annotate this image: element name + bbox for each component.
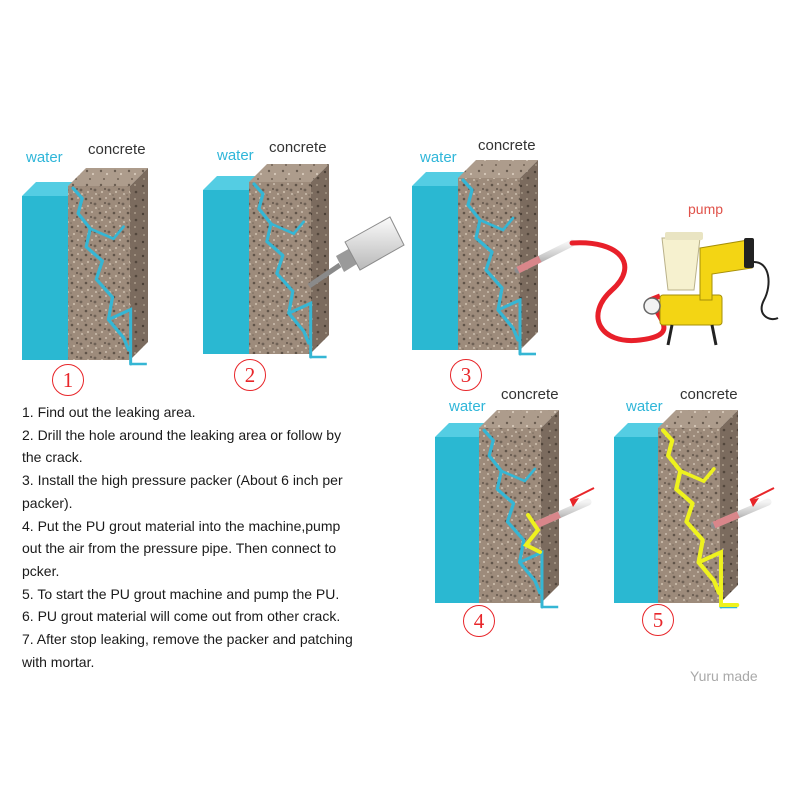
water-slab	[22, 196, 68, 360]
drill-body	[344, 216, 405, 271]
crack-branch	[88, 225, 125, 241]
step-number-1: 1	[52, 364, 84, 396]
instruction-line: 2. Drill the hole around the leaking are…	[22, 426, 342, 443]
instruction-line: 1. Find out the leaking area.	[22, 404, 196, 420]
pump-handle	[744, 238, 754, 268]
concrete-side	[130, 168, 148, 360]
pressure-gauge	[643, 297, 661, 315]
concrete-top	[249, 164, 329, 182]
repair-panel-3	[412, 160, 538, 356]
repair-panel-4	[435, 410, 559, 609]
crack-branch	[287, 300, 313, 359]
hopper-lid	[665, 232, 703, 240]
concrete-label-1: concrete	[88, 141, 146, 158]
instruction-line: with mortar.	[22, 653, 95, 670]
crack-line	[461, 178, 520, 342]
water-slab	[614, 437, 658, 603]
pressure-hose	[569, 240, 667, 344]
grout-branch	[696, 549, 740, 607]
concrete-top	[479, 410, 559, 428]
pump-leg	[710, 324, 718, 346]
concrete-side	[311, 164, 329, 353]
instruction-line: the crack.	[22, 449, 83, 466]
instruction-line: 4. Put the PU grout material into the ma…	[22, 517, 341, 534]
drill-bit	[307, 262, 342, 289]
water-slab-top	[203, 176, 263, 190]
water-slab-top	[412, 172, 472, 186]
step-number-4: 4	[463, 605, 495, 637]
concrete-label-4: concrete	[501, 386, 559, 403]
water-label-1: water	[26, 149, 63, 166]
crack-branch	[500, 467, 537, 483]
packer-tip	[516, 255, 542, 274]
packer-tip	[712, 511, 740, 529]
instruction-line: out the air from the pressure pipe. Then…	[22, 540, 337, 557]
packer-panel-4	[522, 487, 595, 554]
instruction-line: packer).	[22, 494, 73, 511]
pump-leg	[666, 324, 674, 346]
step-number-3: 3	[450, 359, 482, 391]
instruction-line: pcker.	[22, 562, 60, 579]
concrete-label-2: concrete	[269, 139, 327, 156]
concrete-top	[68, 168, 148, 186]
water-slab	[435, 437, 479, 603]
crack-line	[252, 182, 311, 345]
flow-arrow	[569, 487, 595, 501]
packer-panel-5	[660, 428, 775, 607]
instruction-list: 1. Find out the leaking area. 2. Drill t…	[22, 401, 422, 673]
concrete-side	[520, 160, 538, 350]
crack-line	[71, 186, 131, 352]
water-slab-top	[22, 182, 82, 196]
instruction-line: 5. To start the PU grout machine and pum…	[22, 585, 340, 602]
pump-assembly	[514, 232, 779, 346]
step-number-5: 5	[642, 604, 674, 636]
water-slab-top	[435, 423, 493, 437]
drill-tool	[307, 216, 405, 289]
water-label-3: water	[420, 149, 457, 166]
crack-branch	[106, 307, 133, 366]
water-label-4: water	[449, 398, 486, 415]
flow-arrowhead	[570, 498, 579, 507]
water-slab-top	[614, 423, 672, 437]
packer-tip	[534, 511, 561, 529]
instruction-line: 6. PU grout material will come out from …	[22, 608, 341, 625]
pump-base	[659, 294, 723, 326]
power-cord	[753, 261, 779, 320]
concrete-side	[541, 410, 559, 603]
repair-panel-1	[22, 168, 148, 366]
step-number-2: 2	[234, 359, 266, 391]
crack-branch	[478, 216, 515, 232]
concrete-top	[658, 410, 738, 428]
flow-arrowhead	[750, 498, 759, 507]
flow-arrow	[749, 487, 775, 501]
grout-fill	[522, 513, 542, 554]
concrete-label-5: concrete	[680, 386, 738, 403]
water-label-2: water	[217, 147, 254, 164]
crack-branch	[269, 220, 306, 236]
crack-branch	[496, 297, 522, 356]
water-label-5: water	[626, 398, 663, 415]
instruction-line: 7. After stop leaking, remove the packer…	[22, 631, 353, 648]
grout-branch	[678, 467, 716, 484]
grout-hopper	[661, 237, 701, 291]
concrete-label-3: concrete	[478, 137, 536, 154]
concrete-side	[720, 410, 738, 603]
water-slab	[412, 186, 458, 350]
crack-line	[482, 428, 542, 595]
repair-panel-2	[203, 164, 329, 359]
grout-line	[660, 428, 722, 595]
pump-label: pump	[688, 201, 724, 217]
instruction-line: 3. Install the high pressure packer (Abo…	[22, 472, 343, 489]
water-slab	[203, 190, 249, 354]
credit-text: Yuru made	[690, 668, 758, 684]
concrete-top	[458, 160, 538, 178]
